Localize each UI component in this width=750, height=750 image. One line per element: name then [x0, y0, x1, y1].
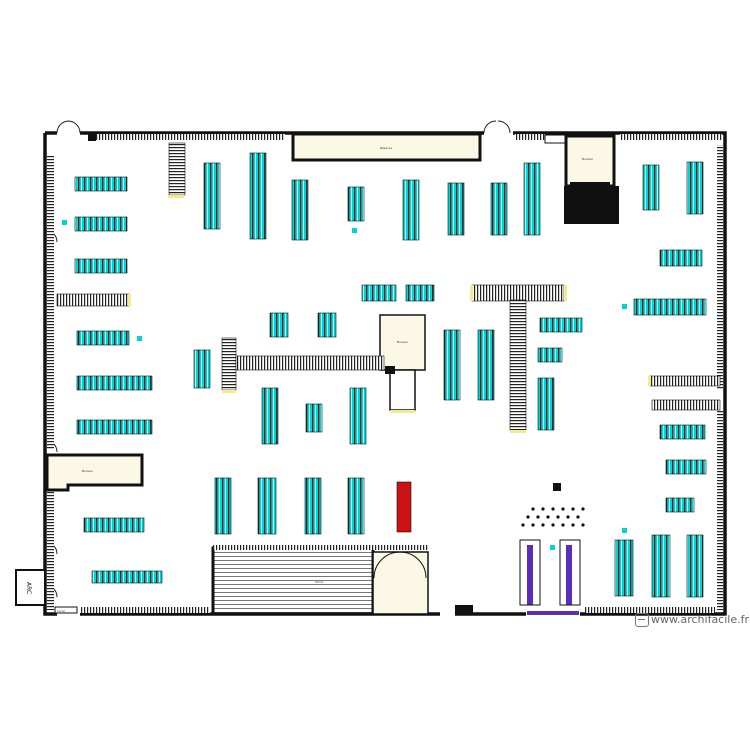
bottom-stock-area: Stock: [211, 545, 429, 616]
archifacile-logo-icon: [635, 613, 649, 627]
checkout-zone: [527, 545, 579, 615]
bottom-area-label: Stock: [315, 580, 324, 584]
outer-walls: [43, 131, 727, 616]
right-office-label: Bureau: [582, 157, 593, 161]
perimeter-shelving: [47, 133, 723, 613]
side-door-label: ARC: [25, 582, 32, 594]
accent-marks: [128, 195, 651, 433]
left-office-room: Bureau: [45, 453, 144, 492]
watermark-text: www.archifacile.fr: [651, 613, 750, 626]
top-reserve-room: Réserve: [291, 132, 482, 162]
bottom-left-room: Local ARC: [15, 569, 78, 614]
top-reserve-label: Réserve: [380, 146, 392, 150]
checkout-frames: [519, 539, 581, 606]
center-office-label: Bureau: [397, 340, 408, 344]
bottom-entrance: [455, 605, 473, 615]
watermark: www.archifacile.fr: [635, 613, 749, 627]
left-office-label: Bureau: [82, 469, 93, 473]
small-fixtures: [62, 220, 627, 550]
bottom-left-small-label: Local: [57, 609, 65, 613]
checkout-dots: [521, 483, 585, 527]
center-office-room: Bureau: [379, 314, 426, 411]
right-office-room: Bureau: [544, 134, 619, 224]
shelving-units: [56, 142, 721, 598]
